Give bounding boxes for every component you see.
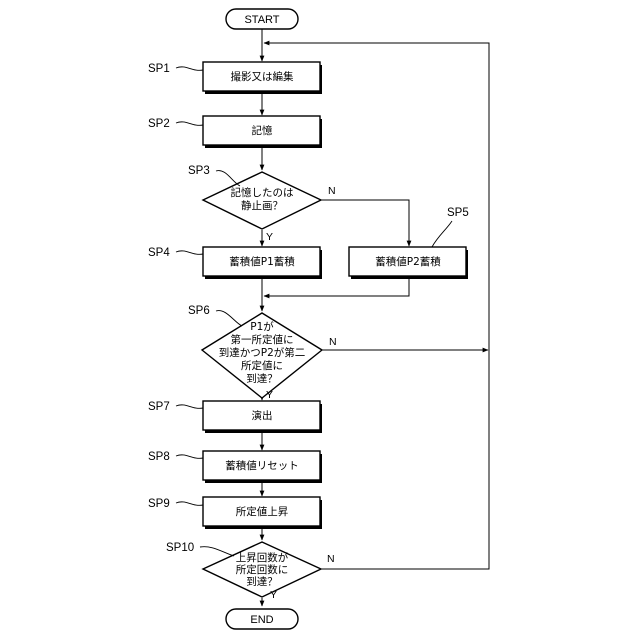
sp10-yes-label: Y [270, 589, 277, 601]
sp9-text: 所定値上昇 [236, 505, 289, 518]
sp1-leader [176, 67, 203, 70]
sp4-step-label: SP4 [148, 247, 170, 259]
sp6-text-line-2: 第一所定値に [231, 333, 294, 346]
arrow-sp3-no-to-sp5 [321, 200, 409, 246]
sp10-text-line-1: 上昇回数が [236, 551, 289, 564]
sp5-step-label: SP5 [447, 207, 469, 219]
sp9-step-label: SP9 [148, 498, 170, 510]
sp7-text: 演出 [252, 409, 273, 422]
sp8-leader [176, 455, 203, 458]
sp6-step-label: SP6 [188, 305, 210, 317]
sp5-leader [432, 221, 452, 247]
sp2-text: 記憶 [252, 124, 273, 137]
sp1-step-label: SP1 [148, 63, 170, 75]
sp6-text-line-4: 所定値に [241, 359, 283, 372]
sp6-text-line-5: 到達？ [246, 373, 278, 385]
sp10-leader [200, 547, 234, 556]
sp2-leader [176, 122, 203, 125]
start-label: START [244, 14, 279, 26]
sp6-yes-label: Y [266, 389, 273, 401]
sp7-leader [176, 405, 203, 408]
sp10-text-line-2: 所定回数に [236, 563, 289, 576]
sp8-step-label: SP8 [148, 451, 170, 463]
sp4-leader [176, 251, 203, 254]
sp9-leader [176, 502, 203, 505]
sp6-text-line-1: P1が [250, 320, 274, 333]
sp5-text: 蓄積値P2蓄積 [375, 255, 441, 268]
sp3-leader [216, 171, 240, 186]
sp7-step-label: SP7 [148, 401, 170, 413]
sp6-no-label: N [329, 336, 337, 348]
sp2-step-label: SP2 [148, 118, 170, 130]
sp8-text: 蓄積値リセット [225, 459, 299, 472]
sp4-text: 蓄積値P1蓄積 [229, 255, 295, 268]
sp3-text-line-2: 静止画？ [241, 199, 283, 212]
sp3-yes-label: Y [266, 231, 273, 243]
end-label: END [250, 614, 273, 626]
sp6-leader [216, 311, 242, 326]
sp3-step-label: SP3 [188, 165, 210, 177]
sp6-text-line-3: 到達かつP2が第二 [219, 346, 306, 359]
sp10-step-label: SP10 [166, 542, 194, 554]
sp1-text: 撮影又は編集 [231, 70, 294, 83]
sp3-text-line-1: 記憶したのは [231, 186, 294, 199]
sp3-no-label: N [328, 185, 336, 197]
sp10-text-line-3: 到達？ [246, 576, 278, 588]
sp10-no-label: N [327, 553, 335, 565]
